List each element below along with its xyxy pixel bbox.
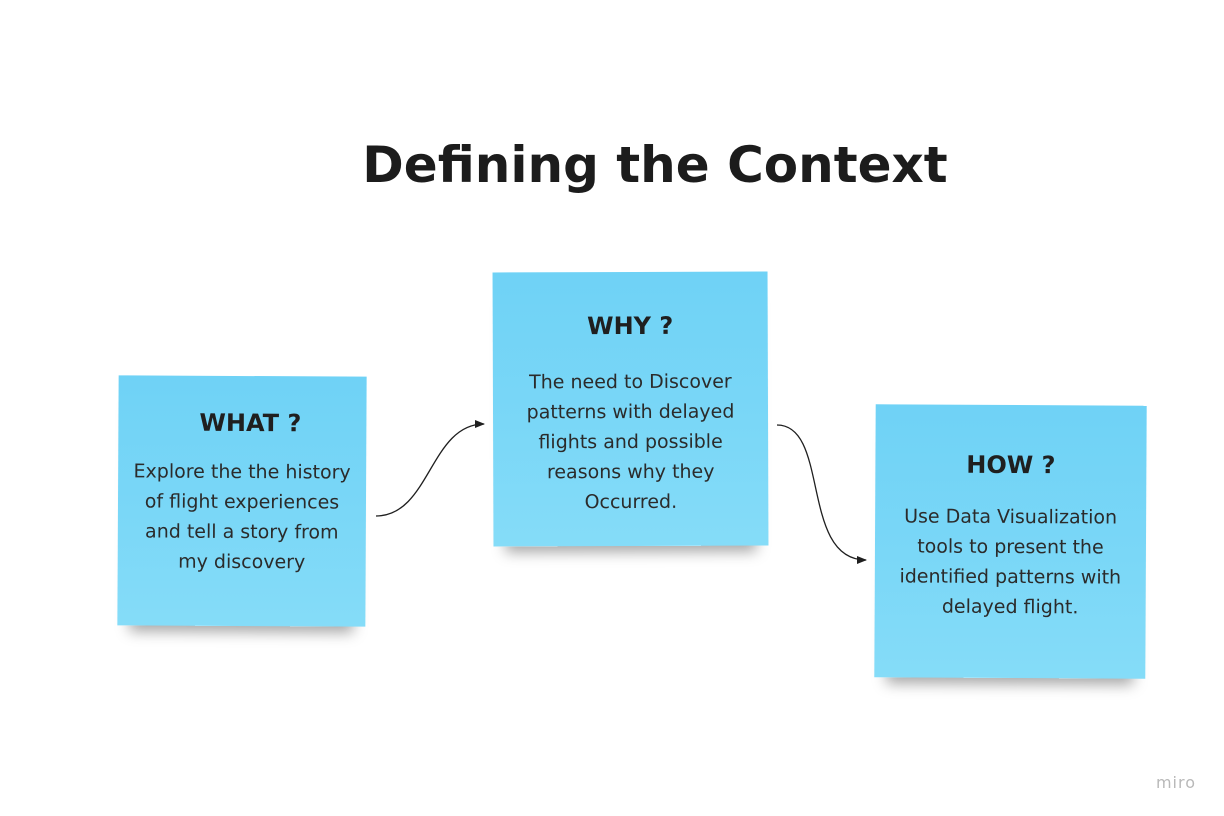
sticky-note-why[interactable]: WHY ? The need to Discover patterns with… [492, 271, 769, 547]
sticky-note-heading: WHAT ? [199, 408, 302, 438]
connector-why-to-how[interactable] [776, 424, 867, 564]
sticky-note-body: Use Data Visualization tools to present … [899, 505, 1122, 619]
connector-what-to-why[interactable] [375, 420, 485, 517]
sticky-note-how[interactable]: HOW ? Use Data Visualization tools to pr… [874, 404, 1147, 679]
sticky-note-heading: WHY ? [587, 311, 674, 341]
board-title: Defining the Context [362, 136, 948, 194]
miro-watermark: miro [1155, 773, 1196, 792]
sticky-note-heading: HOW ? [966, 450, 1056, 480]
sticky-note-body: The need to Discover patterns with delay… [526, 370, 735, 514]
sticky-note-body: Explore the the history of flight experi… [133, 460, 351, 574]
sticky-note-what[interactable]: WHAT ? Explore the the history of flight… [117, 375, 367, 627]
